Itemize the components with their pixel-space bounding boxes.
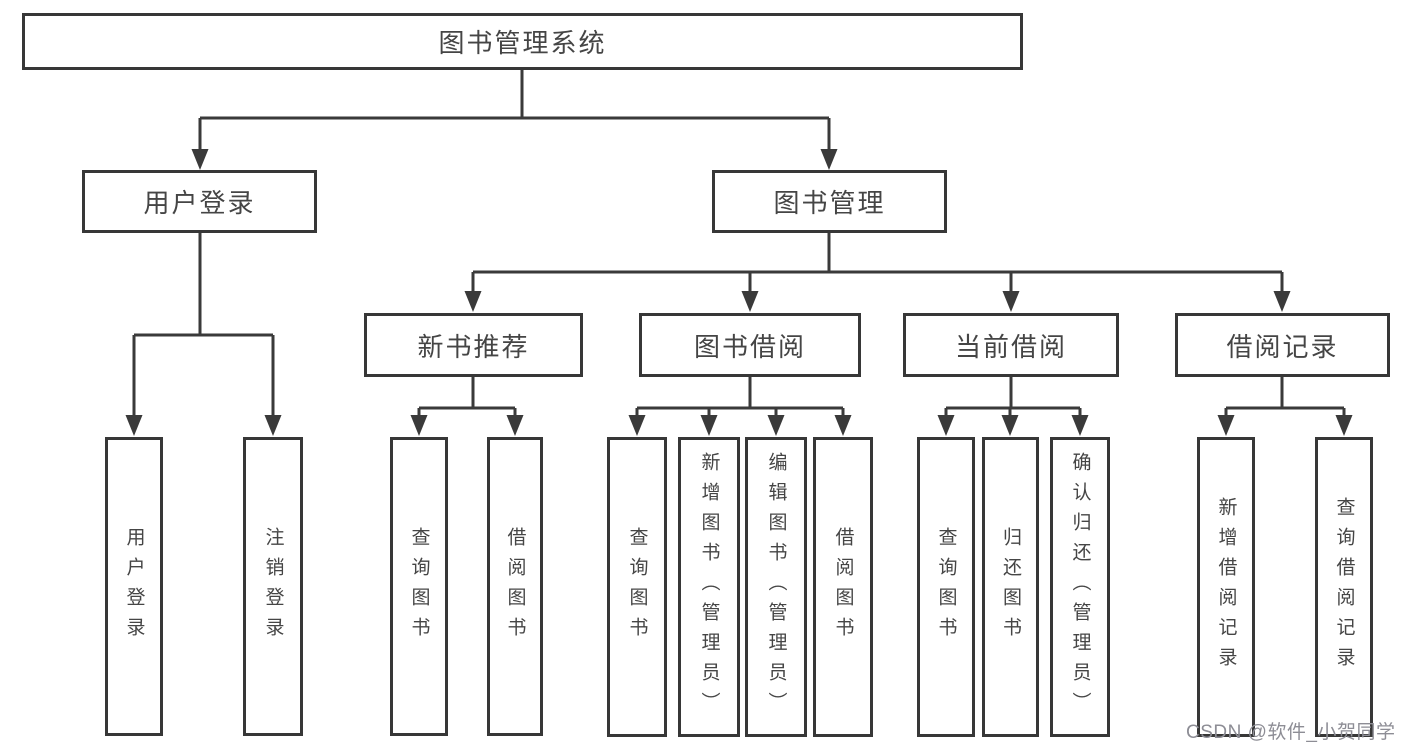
node-root: 图书管理系统 [22, 13, 1023, 70]
node-book-management: 图书管理 [712, 170, 947, 233]
node-book-borrow: 图书借阅 [639, 313, 861, 377]
node-bb-add-books-label: 新增图书（管理员） [698, 452, 720, 722]
node-br-add-record-label: 新增借阅记录 [1215, 497, 1237, 677]
node-cb-query-books-label: 查询图书 [935, 527, 957, 647]
node-br-query-record-label: 查询借阅记录 [1333, 497, 1355, 677]
node-bb-edit-books: 编辑图书（管理员） [745, 437, 807, 737]
arrowheads [125, 149, 1353, 436]
node-new-book-recommend-label: 新书推荐 [417, 331, 530, 362]
node-nbr-borrow-books-label: 借阅图书 [504, 526, 526, 647]
node-bb-borrow-books-label: 借阅图书 [832, 527, 854, 647]
node-nbr-query-books: 查询图书 [390, 437, 448, 736]
node-user-login-label: 用户登录 [143, 188, 256, 218]
node-bb-borrow-books: 借阅图书 [813, 437, 873, 737]
node-root-label: 图书管理系统 [438, 28, 607, 58]
node-current-borrow-label: 当前借阅 [954, 331, 1067, 362]
node-user-login-leaf: 用户登录 [105, 437, 163, 736]
node-cb-confirm-return: 确认归还（管理员） [1050, 437, 1110, 737]
node-current-borrow: 当前借阅 [903, 313, 1119, 377]
node-nbr-borrow-books: 借阅图书 [487, 437, 543, 736]
node-borrow-records-label: 借阅记录 [1226, 331, 1339, 362]
node-book-borrow-label: 图书借阅 [693, 331, 806, 362]
node-logout-leaf: 注销登录 [243, 437, 303, 736]
node-br-add-record: 新增借阅记录 [1197, 437, 1255, 737]
node-bb-add-books: 新增图书（管理员） [678, 437, 740, 737]
node-user-login-leaf-label: 用户登录 [123, 526, 145, 647]
node-cb-query-books: 查询图书 [917, 437, 975, 737]
node-cb-confirm-return-label: 确认归还（管理员） [1069, 452, 1091, 722]
node-cb-return-books-label: 归还图书 [1000, 527, 1021, 647]
node-cb-return-books: 归还图书 [982, 437, 1039, 737]
node-borrow-records: 借阅记录 [1175, 313, 1390, 377]
node-book-management-label: 图书管理 [773, 188, 886, 218]
node-logout-leaf-label: 注销登录 [262, 526, 284, 647]
node-bb-query-books: 查询图书 [607, 437, 667, 737]
node-user-login: 用户登录 [82, 170, 317, 233]
node-nbr-query-books-label: 查询图书 [408, 526, 430, 647]
csdn-watermark: CSDN @软件_小贺同学 [1186, 722, 1396, 743]
node-new-book-recommend: 新书推荐 [364, 313, 583, 377]
node-bb-query-books-label: 查询图书 [626, 527, 648, 647]
node-br-query-record: 查询借阅记录 [1315, 437, 1373, 737]
node-bb-edit-books-label: 编辑图书（管理员） [765, 452, 787, 722]
